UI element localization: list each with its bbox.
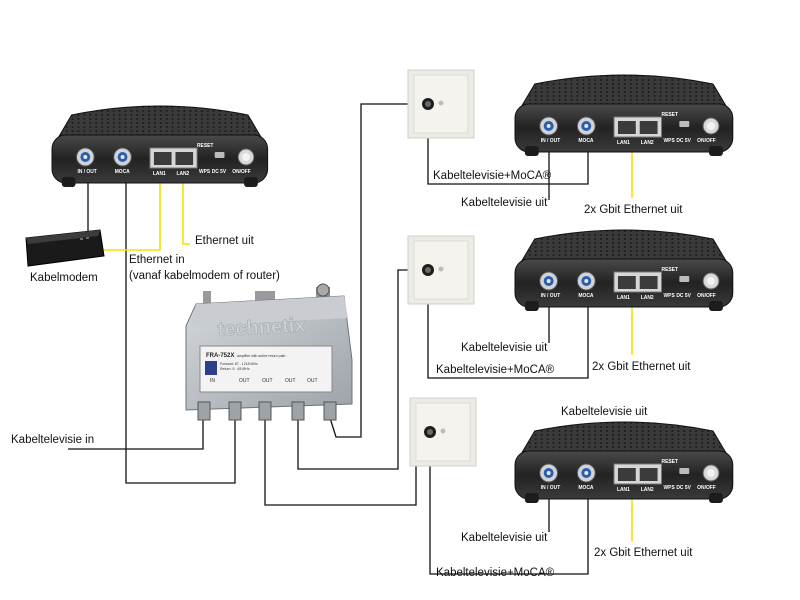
main-moca-adapter: IN / OUT MOCA LAN1 LAN2 RESET WPS DC 5V … — [51, 105, 269, 188]
amplifier-subtitle: amplifier with active return path — [237, 354, 285, 358]
port-label-lan2: LAN2 — [641, 487, 654, 493]
port-label-lan1: LAN1 — [617, 295, 630, 301]
amplifier: technetix FRA-752X amplifier with active… — [185, 283, 353, 421]
label-unit2-ethernet: 2x Gbit Ethernet uit — [592, 361, 691, 373]
label-ethernet-uit: Ethernet uit — [195, 235, 255, 247]
amplifier-brand: technetix — [217, 314, 306, 341]
label-unit2-moca: Kabeltelevisie+MoCA® — [436, 364, 555, 376]
port-label-reset: RESET — [662, 267, 678, 273]
diagram-labels: Kabelmodem Ethernet in (vanaf kabelmodem… — [11, 170, 693, 579]
cable-amp-to-main-modem — [125, 170, 236, 484]
label-unit1-tv-uit: Kabeltelevisie uit — [461, 197, 548, 209]
port-label-lan2: LAN2 — [641, 295, 654, 301]
cable-ethernet-in — [98, 163, 161, 251]
amp-port-in: IN — [210, 378, 215, 384]
label-ethernet-in-source: (vanaf kabelmodem of router) — [129, 270, 280, 282]
port-label-lan1: LAN1 — [153, 171, 166, 177]
amp-port-out3: OUT — [285, 378, 296, 384]
port-label-moca: MOCA — [578, 293, 594, 299]
port-label-dc: DC 5V — [676, 485, 691, 491]
port-label-lan2: LAN2 — [641, 140, 654, 146]
label-unit2-tv-uit: Kabeltelevisie uit — [461, 342, 548, 354]
amp-port-out1: OUT — [239, 378, 250, 384]
port-label-reset: RESET — [662, 112, 678, 118]
cable-outlet1-to-unit1 — [427, 104, 589, 185]
amplifier-model: FRA-752X — [206, 353, 234, 359]
amp-port-out2: OUT — [262, 378, 273, 384]
port-label-moca: MOCA — [578, 138, 594, 144]
port-label-dc: DC 5V — [212, 169, 227, 175]
moca-adapter-3: IN / OUT MOCA LAN1 LAN2 RESET WPS DC 5V … — [514, 421, 734, 504]
label-unit3-ethernet: 2x Gbit Ethernet uit — [594, 547, 693, 559]
port-label-wps: WPS — [199, 169, 211, 175]
label-ethernet-in: Ethernet in — [129, 254, 185, 266]
cable-outlet3-to-unit3 — [429, 432, 589, 575]
moca-adapter-2: IN / OUT MOCA LAN1 LAN2 RESET WPS DC 5V … — [514, 229, 734, 312]
port-label-dc: DC 5V — [676, 293, 691, 299]
port-label-onoff: ON/OFF — [232, 169, 250, 175]
amplifier-spec-forward: Forward: 87 - 1218 MHz — [220, 362, 258, 366]
wall-outlet-3 — [409, 397, 477, 467]
label-unit3-tv-uit-top: Kabeltelevisie uit — [561, 406, 648, 418]
port-label-onoff: ON/OFF — [697, 138, 716, 144]
port-label-in-out: IN / OUT — [541, 138, 561, 144]
cable-tv-in — [68, 418, 204, 450]
port-label-wps: WPS — [664, 485, 676, 491]
port-label-in-out: IN / OUT — [77, 169, 96, 175]
amplifier-spec-return: Return: 5 - 65 MHz — [220, 367, 250, 371]
cable-modem — [25, 229, 105, 267]
cable-amp-to-outlet3 — [264, 418, 417, 506]
port-label-lan1: LAN1 — [617, 487, 630, 493]
moca-adapter-1: IN / OUT MOCA LAN1 LAN2 RESET WPS DC 5V … — [514, 74, 734, 157]
port-label-onoff: ON/OFF — [697, 293, 716, 299]
label-kabelmodem: Kabelmodem — [30, 272, 98, 284]
port-label-in-out: IN / OUT — [541, 293, 561, 299]
label-unit1-ethernet: 2x Gbit Ethernet uit — [584, 204, 683, 216]
wall-outlet-1 — [407, 69, 475, 139]
amp-port-out4: OUT — [307, 378, 318, 384]
cable-ethernet-uit — [182, 163, 190, 245]
port-label-in-out: IN / OUT — [541, 485, 561, 491]
label-kabeltelevisie-in: Kabeltelevisie in — [11, 434, 94, 446]
port-label-lan1: LAN1 — [617, 140, 630, 146]
port-label-lan2: LAN2 — [176, 171, 189, 177]
port-label-onoff: ON/OFF — [697, 485, 716, 491]
port-label-wps: WPS — [664, 138, 676, 144]
wall-outlet-2 — [407, 235, 475, 305]
label-unit1-moca: Kabeltelevisie+MoCA® — [433, 170, 552, 182]
cable-amp-to-outlet1 — [329, 103, 428, 438]
port-label-moca: MOCA — [578, 485, 594, 491]
label-unit3-tv-uit: Kabeltelevisie uit — [461, 532, 548, 544]
port-label-wps: WPS — [664, 293, 676, 299]
label-unit3-moca: Kabeltelevisie+MoCA® — [436, 567, 555, 579]
port-label-dc: DC 5V — [676, 138, 691, 144]
cable-outlet2-to-unit2 — [427, 270, 589, 379]
port-label-reset: RESET — [662, 459, 678, 465]
port-label-reset: RESET — [197, 143, 213, 149]
port-label-moca: MOCA — [115, 169, 130, 175]
